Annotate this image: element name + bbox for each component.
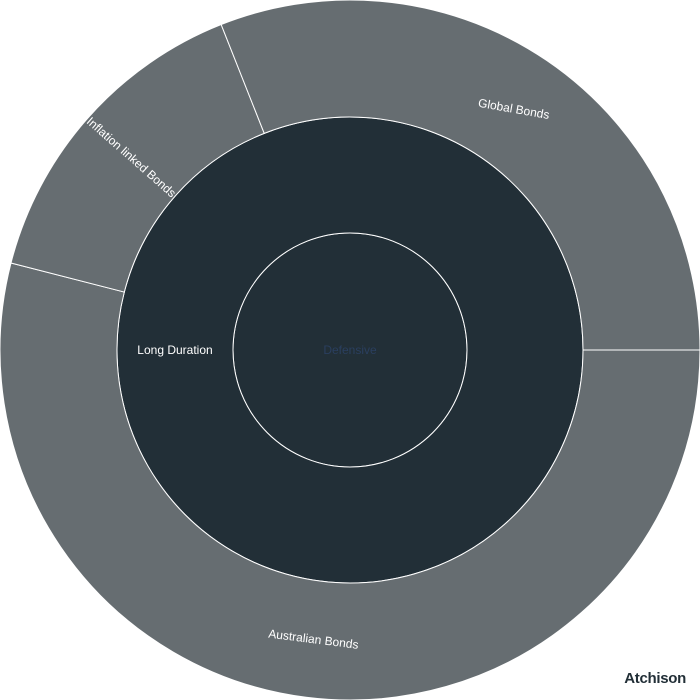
- sunburst-label-defensive: Defensive: [323, 343, 377, 357]
- brand-logo-text: Atchison: [624, 670, 686, 687]
- sunburst-label-long-duration: Long Duration: [137, 343, 212, 357]
- sunburst-segment-global-bonds[interactable]: [220, 0, 700, 351]
- sunburst-segment-australian-bonds[interactable]: [0, 262, 700, 700]
